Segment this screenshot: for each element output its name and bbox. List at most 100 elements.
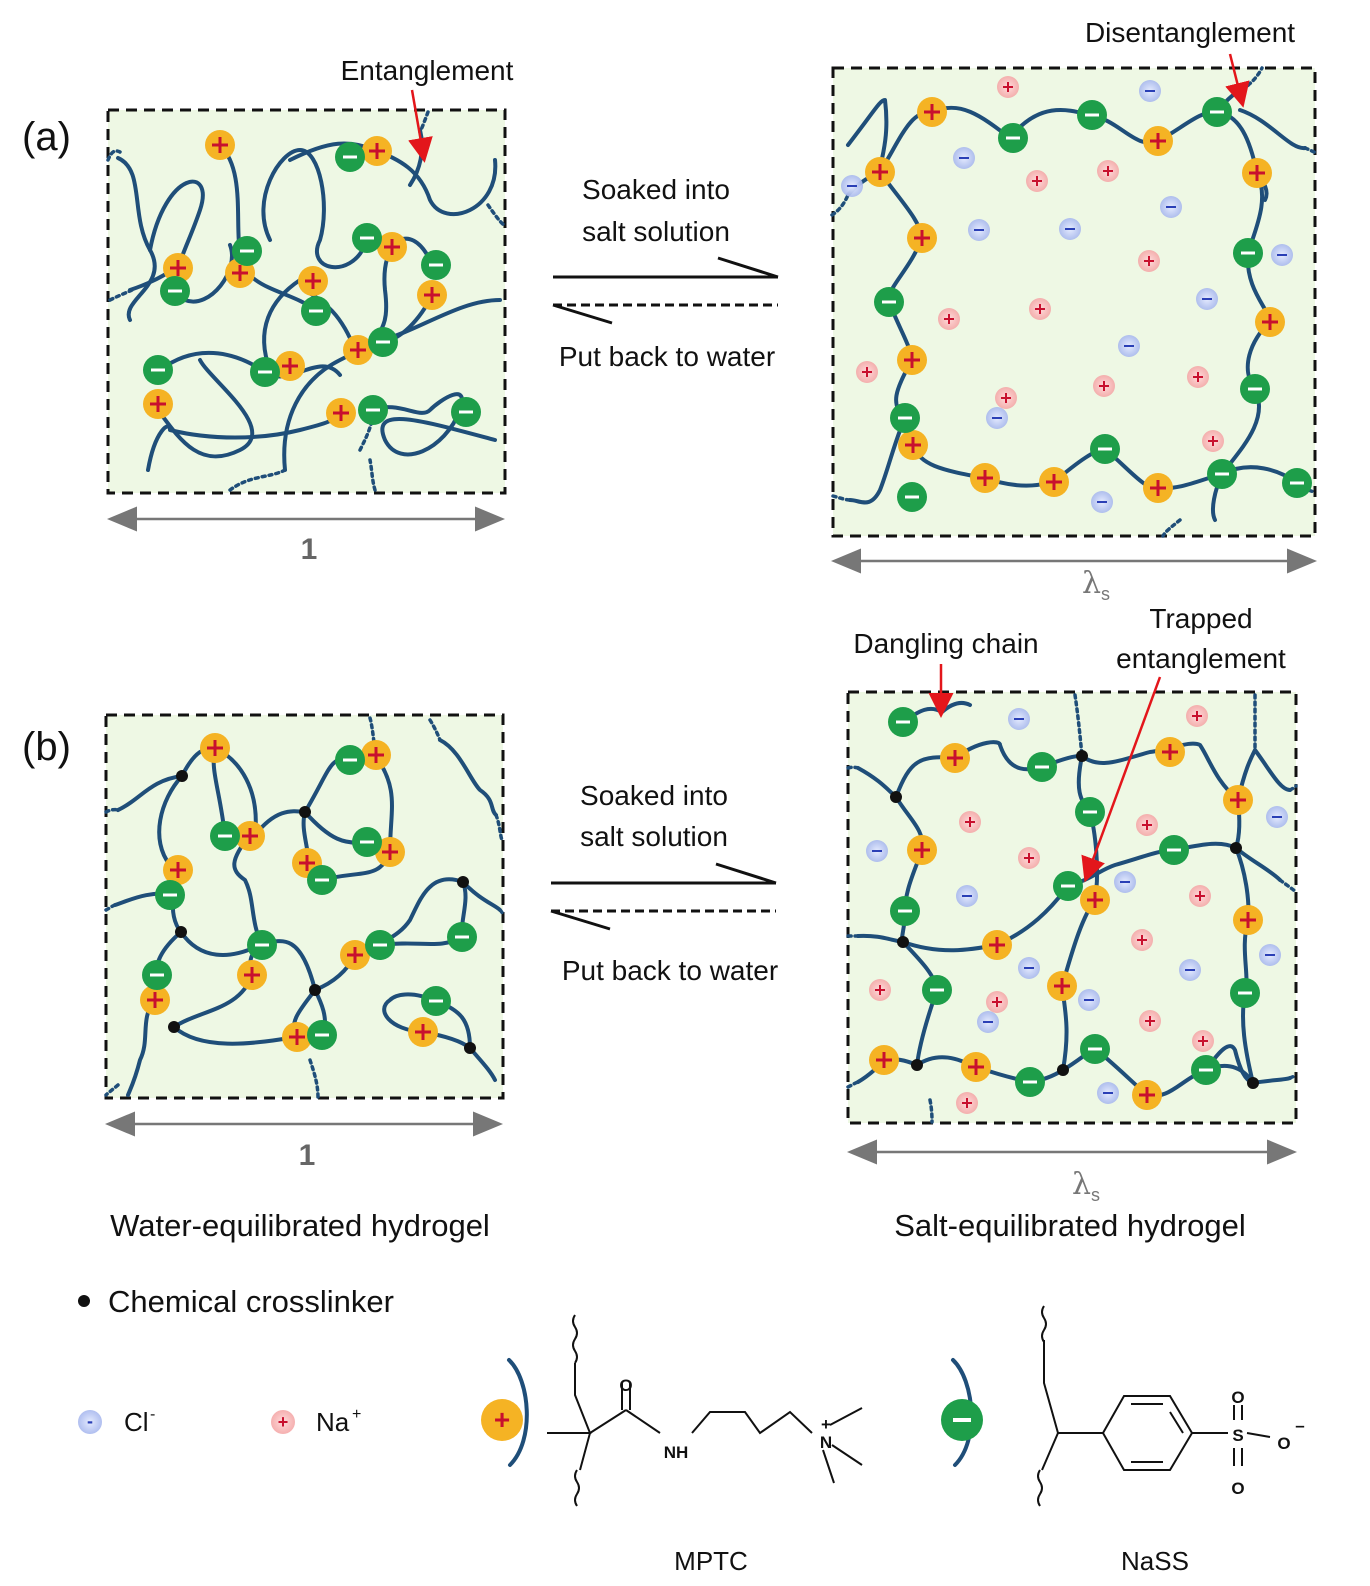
mptc-structure: O NH N +: [547, 1314, 863, 1507]
cationic-group-icon: [282, 1022, 312, 1052]
sodium-ion-icon: [1131, 929, 1153, 951]
panel-a-salt-gel: [830, 66, 1318, 538]
chain-segment-icon: [507, 1358, 529, 1467]
forward-label-line2: salt solution: [582, 216, 730, 247]
svg-text:O: O: [1231, 1479, 1244, 1498]
svg-text:+: +: [278, 1412, 289, 1432]
sodium-ion-icon: [1136, 814, 1158, 836]
legend-crosslinker: Chemical crosslinker: [108, 1284, 394, 1319]
cationic-group-icon: [205, 130, 235, 160]
legend-cl-charge: -: [150, 1406, 155, 1423]
svg-text:N: N: [820, 1433, 832, 1452]
disentanglement-arrow: [1225, 53, 1250, 108]
anionic-group-icon: [307, 865, 337, 895]
lambda-subscript: s: [1091, 1185, 1100, 1205]
anionic-group-icon: [888, 707, 918, 737]
legend-nass: NaSS: [1121, 1546, 1189, 1576]
lambda-subscript: s: [1101, 584, 1110, 604]
anionic-group-icon: [1240, 374, 1270, 404]
cationic-group-icon: [362, 136, 392, 166]
chloride-ion-icon: [1139, 80, 1161, 102]
cationic-group-icon: [907, 835, 937, 865]
sodium-ion-icon: [1026, 170, 1048, 192]
entanglement-arrow: [408, 89, 433, 163]
chloride-ion-icon: [1271, 244, 1293, 266]
anionic-group-icon: [307, 1020, 337, 1050]
cationic-group-icon: [897, 345, 927, 375]
size-label: 1: [299, 1139, 316, 1172]
crosslinker-dot-icon: [78, 1295, 90, 1307]
sodium-ion-icon: [986, 991, 1008, 1013]
svg-text:-: -: [87, 1411, 93, 1431]
cationic-group-icon: [898, 430, 928, 460]
cationic-group-icon: [1155, 737, 1185, 767]
cationic-group-icon: [377, 232, 407, 262]
anionic-group-icon: [1015, 1067, 1045, 1097]
cationic-group-icon: [1080, 885, 1110, 915]
cationic-group-icon: [340, 940, 370, 970]
mptc-cation-icon: [481, 1399, 523, 1441]
anionic-group-icon: [1090, 434, 1120, 464]
anionic-group-icon: [143, 355, 173, 385]
forward-label-line1: Soaked into: [582, 174, 730, 205]
cationic-group-icon: [343, 335, 373, 365]
chloride-ion-icon: [1118, 335, 1140, 357]
legend-mptc: MPTC: [674, 1546, 748, 1576]
nass-structure: S O O O –: [1037, 1305, 1305, 1507]
sodium-ion-icon: [1186, 705, 1208, 727]
anionic-group-icon: [447, 922, 477, 952]
cationic-group-icon: [200, 733, 230, 763]
chloride-ion-icon: [1179, 959, 1201, 981]
chloride-ion-icon: [1266, 806, 1288, 828]
svg-text:–: –: [1295, 1416, 1304, 1435]
anionic-group-icon: [335, 142, 365, 172]
sodium-ion-icon: [938, 308, 960, 330]
chloride-ion-icon: [956, 885, 978, 907]
sodium-ion-icon: [1189, 885, 1211, 907]
sodium-ion-icon: [1187, 366, 1209, 388]
legend-na-charge: +: [352, 1406, 361, 1423]
anionic-group-icon: [1191, 1055, 1221, 1085]
chloride-ion-icon: [1091, 491, 1113, 513]
cationic-group-icon: [917, 97, 947, 127]
chloride-ion-icon: [1097, 1082, 1119, 1104]
anionic-group-icon: [874, 287, 904, 317]
entanglement-callout: Entanglement: [341, 55, 514, 86]
cationic-group-icon: [417, 280, 447, 310]
trapped-entanglement-arrow: [1081, 676, 1162, 883]
anionic-group-icon: [1207, 459, 1237, 489]
sodium-ion-icon: [1192, 1030, 1214, 1052]
anionic-group-icon: [365, 930, 395, 960]
trapped-callout-line1: Trapped: [1149, 603, 1252, 634]
svg-text:NH: NH: [664, 1443, 689, 1462]
trapped-callout-line2: entanglement: [1116, 643, 1286, 674]
cationic-group-icon: [163, 855, 193, 885]
cationic-group-icon: [1255, 307, 1285, 337]
chloride-ion-icon: [1160, 196, 1182, 218]
caption-salt-gel: Salt-equilibrated hydrogel: [894, 1208, 1246, 1243]
ionic-groups: [140, 76, 1312, 1114]
anionic-group-icon: [1075, 797, 1105, 827]
chloride-ion-icon: [841, 175, 863, 197]
anionic-group-icon: [897, 482, 927, 512]
anionic-group-icon: [142, 960, 172, 990]
backward-label: Put back to water: [562, 955, 778, 986]
forward-label-line2: salt solution: [580, 821, 728, 852]
panel-b-label: (b): [22, 725, 71, 769]
chloride-ion-icon: [968, 219, 990, 241]
cationic-group-icon: [237, 960, 267, 990]
sodium-ion-icon: [959, 811, 981, 833]
chloride-ion-icon: [986, 407, 1008, 429]
anionic-group-icon: [352, 223, 382, 253]
cationic-group-icon: [375, 837, 405, 867]
anionic-group-icon: [352, 827, 382, 857]
sodium-ion-icon: [1097, 160, 1119, 182]
cationic-group-icon: [1143, 473, 1173, 503]
dangling-chain-callout: Dangling chain: [853, 628, 1038, 659]
anionic-group-icon: [247, 930, 277, 960]
chloride-ion-icon: [1259, 944, 1281, 966]
legend: Chemical crosslinker - Cl - + Na + + O N…: [78, 1284, 1305, 1576]
cationic-group-icon: [982, 930, 1012, 960]
anionic-group-icon: [998, 123, 1028, 153]
